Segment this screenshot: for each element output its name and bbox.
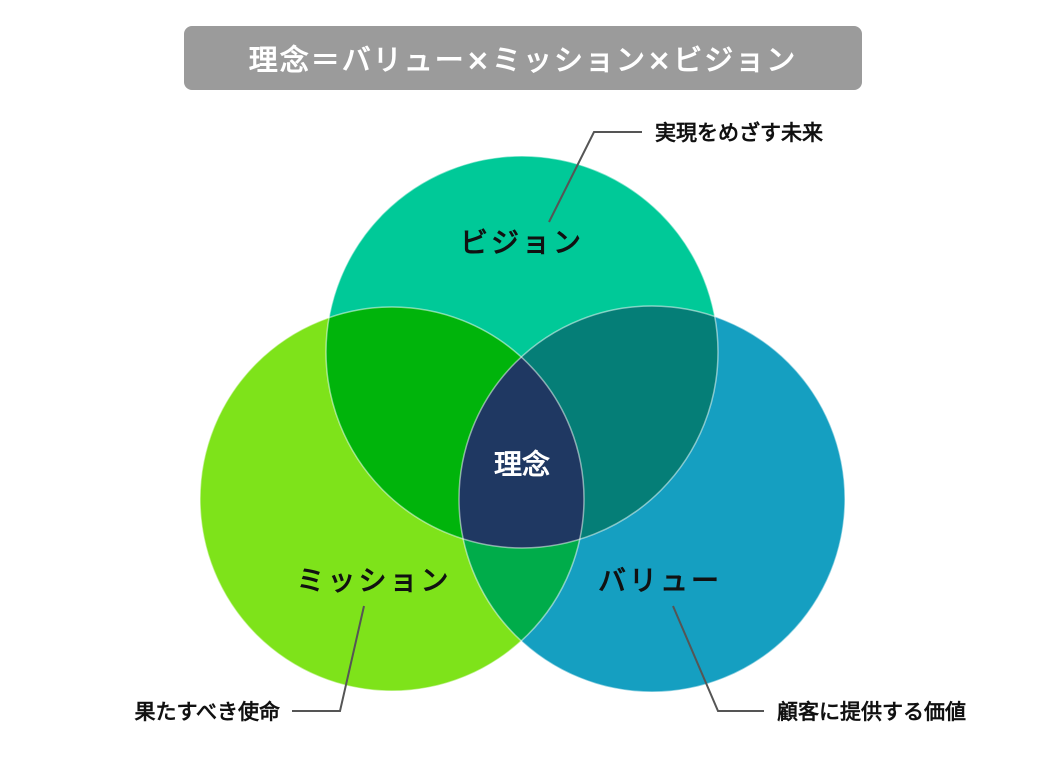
vision-annotation: 実現をめざす未来	[655, 121, 824, 145]
mission-annotation: 果たすべき使命	[134, 700, 281, 724]
title-text: 理念＝バリュー×ミッション×ビジョン	[248, 43, 798, 77]
value-label: バリュー	[598, 564, 722, 597]
mission-outline	[199, 306, 585, 692]
value-leader-line	[672, 605, 764, 712]
mission-leader-line	[292, 605, 365, 712]
vision-leader-line	[548, 131, 642, 223]
vision-label: ビジョン	[460, 226, 584, 259]
vision-outline	[325, 155, 719, 549]
title-banner: 理念＝バリュー×ミッション×ビジョン	[184, 26, 862, 90]
mission-label: ミッション	[296, 564, 451, 597]
value-annotation: 顧客に提供する価値	[777, 700, 966, 724]
center-label: 理念	[494, 448, 550, 481]
value-outline	[458, 305, 846, 693]
center-overlap	[459, 307, 584, 548]
